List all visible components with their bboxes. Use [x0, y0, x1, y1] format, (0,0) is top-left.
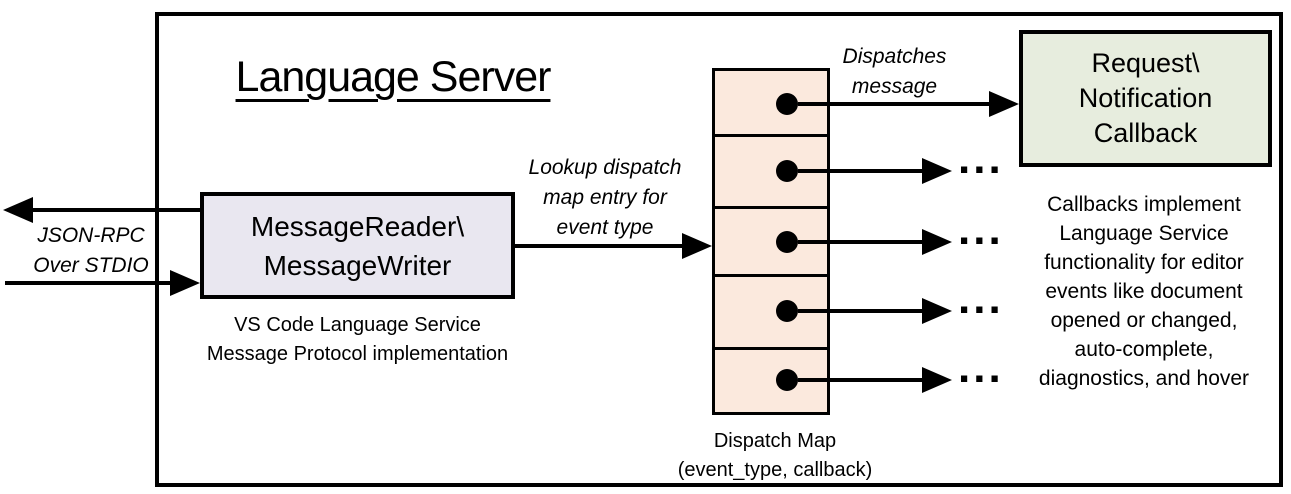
- callback-box-line3: Callback: [1093, 118, 1198, 148]
- dispatches-message-label: Dispatches message: [812, 42, 977, 102]
- diagram-title: Language Server: [235, 53, 552, 101]
- callbacks-note-line: Language Service: [1059, 222, 1229, 245]
- dispatch-map-caption: Dispatch Map (event_type, callback): [655, 427, 895, 485]
- dispatches-label-line2: message: [851, 75, 938, 98]
- ellipsis-callbacks: ...: [958, 343, 1004, 392]
- dispatch-arrow-line: [798, 309, 925, 313]
- dispatch-arrow-line: [798, 378, 925, 382]
- callbacks-note-line: Callbacks implement: [1047, 193, 1241, 216]
- ellipsis-callbacks: ...: [958, 205, 1004, 254]
- dispatch-arrowhead-icon: [922, 367, 952, 393]
- map-entry-dot: [776, 300, 798, 322]
- dispatch-map-divider: [712, 206, 830, 209]
- message-reader-writer-box: MessageReader\ MessageWriter: [200, 192, 515, 299]
- dispatch-arrow-line: [798, 102, 992, 106]
- map-entry-dot: [776, 93, 798, 115]
- dispatch-arrowhead-icon: [989, 91, 1019, 117]
- dispatch-map-divider: [712, 134, 830, 137]
- language-server-boundary-box: [155, 12, 1283, 487]
- request-notification-callback-box: Request\ Notification Callback: [1019, 30, 1272, 167]
- stdio-in-arrowhead-icon: [170, 270, 200, 296]
- json-rpc-label: JSON-RPC Over STDIO: [15, 221, 167, 281]
- dispatch-arrowhead-icon: [922, 158, 952, 184]
- dispatch-map-divider: [712, 274, 830, 277]
- reader-caption: VS Code Language Service Message Protoco…: [180, 311, 535, 369]
- dispatch-map-caption-line2: (event_type, callback): [677, 459, 873, 481]
- message-writer-label: MessageWriter: [263, 249, 452, 281]
- map-entry-dot: [776, 231, 798, 253]
- map-entry-dot: [776, 160, 798, 182]
- callbacks-note-line: auto-complete,: [1074, 338, 1214, 361]
- reader-caption-line2: Message Protocol implementation: [206, 343, 509, 365]
- lookup-label-line3: event type: [556, 216, 654, 239]
- callback-box-line2: Notification: [1078, 83, 1213, 113]
- callbacks-note-line: opened or changed,: [1050, 309, 1238, 332]
- stdio-in-arrow-line: [5, 281, 172, 285]
- dispatch-arrow-line: [798, 240, 925, 244]
- callbacks-note-line: diagnostics, and hover: [1038, 367, 1250, 390]
- dispatch-map-divider: [712, 347, 830, 350]
- callbacks-note-line: events like document: [1045, 280, 1243, 303]
- lookup-arrowhead-icon: [682, 233, 712, 259]
- dispatch-map-caption-line1: Dispatch Map: [713, 430, 837, 452]
- callbacks-note: Callbacks implement Language Service fun…: [1002, 190, 1286, 393]
- json-rpc-label-line2: Over STDIO: [33, 254, 149, 277]
- message-reader-label: MessageReader\: [250, 210, 465, 242]
- callbacks-note-line: functionality for editor: [1044, 251, 1244, 274]
- lookup-arrow-line: [515, 244, 682, 248]
- ellipsis-callbacks: ...: [958, 134, 1004, 183]
- lookup-label: Lookup dispatch map entry for event type: [505, 153, 705, 243]
- dispatch-arrow-line: [798, 169, 925, 173]
- callback-box-line1: Request\: [1091, 48, 1200, 78]
- stdio-out-arrow-line: [30, 208, 200, 212]
- json-rpc-label-line1: JSON-RPC: [37, 224, 145, 247]
- map-entry-dot: [776, 369, 798, 391]
- ellipsis-callbacks: ...: [958, 274, 1004, 323]
- reader-caption-line1: VS Code Language Service: [234, 314, 481, 336]
- dispatch-arrowhead-icon: [922, 298, 952, 324]
- dispatches-label-line1: Dispatches: [842, 45, 947, 68]
- dispatch-arrowhead-icon: [922, 229, 952, 255]
- lookup-label-line1: Lookup dispatch: [528, 156, 682, 179]
- lookup-label-line2: map entry for: [543, 186, 667, 209]
- stdio-out-arrowhead-icon: [3, 197, 33, 223]
